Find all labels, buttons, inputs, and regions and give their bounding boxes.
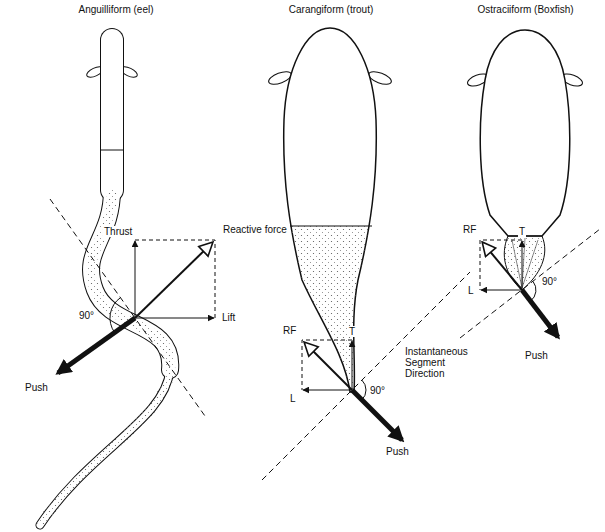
- force-label: Push: [524, 350, 549, 361]
- eel-vectors: [50, 199, 215, 416]
- angle-label: 90°: [369, 385, 386, 396]
- force-label: Push: [24, 382, 49, 393]
- force-label: Push: [385, 446, 410, 457]
- force-label: T: [348, 326, 356, 337]
- figure-title: Ostraciiform (Boxfish): [462, 4, 589, 15]
- force-label: Thrust: [103, 226, 133, 237]
- eel-figure: [40, 40, 170, 525]
- trout-figure: [267, 28, 393, 406]
- force-label: RF: [282, 325, 297, 336]
- boxfish-figure: [466, 30, 584, 290]
- figure-title: Carangiform (trout): [270, 4, 392, 15]
- angle-label: 90°: [541, 276, 558, 287]
- force-label: T: [518, 226, 526, 237]
- force-label: L: [289, 393, 297, 404]
- direction-label: Instantaneous Segment Direction: [404, 346, 478, 379]
- boxfish-vectors: [460, 229, 600, 338]
- force-label: RF: [462, 224, 477, 235]
- figure-title: Anguilliform (eel): [55, 4, 177, 15]
- force-label: L: [467, 285, 475, 296]
- angle-label: 90°: [78, 310, 95, 321]
- force-label: Lift: [221, 312, 236, 323]
- force-label: Reactive force: [222, 224, 288, 235]
